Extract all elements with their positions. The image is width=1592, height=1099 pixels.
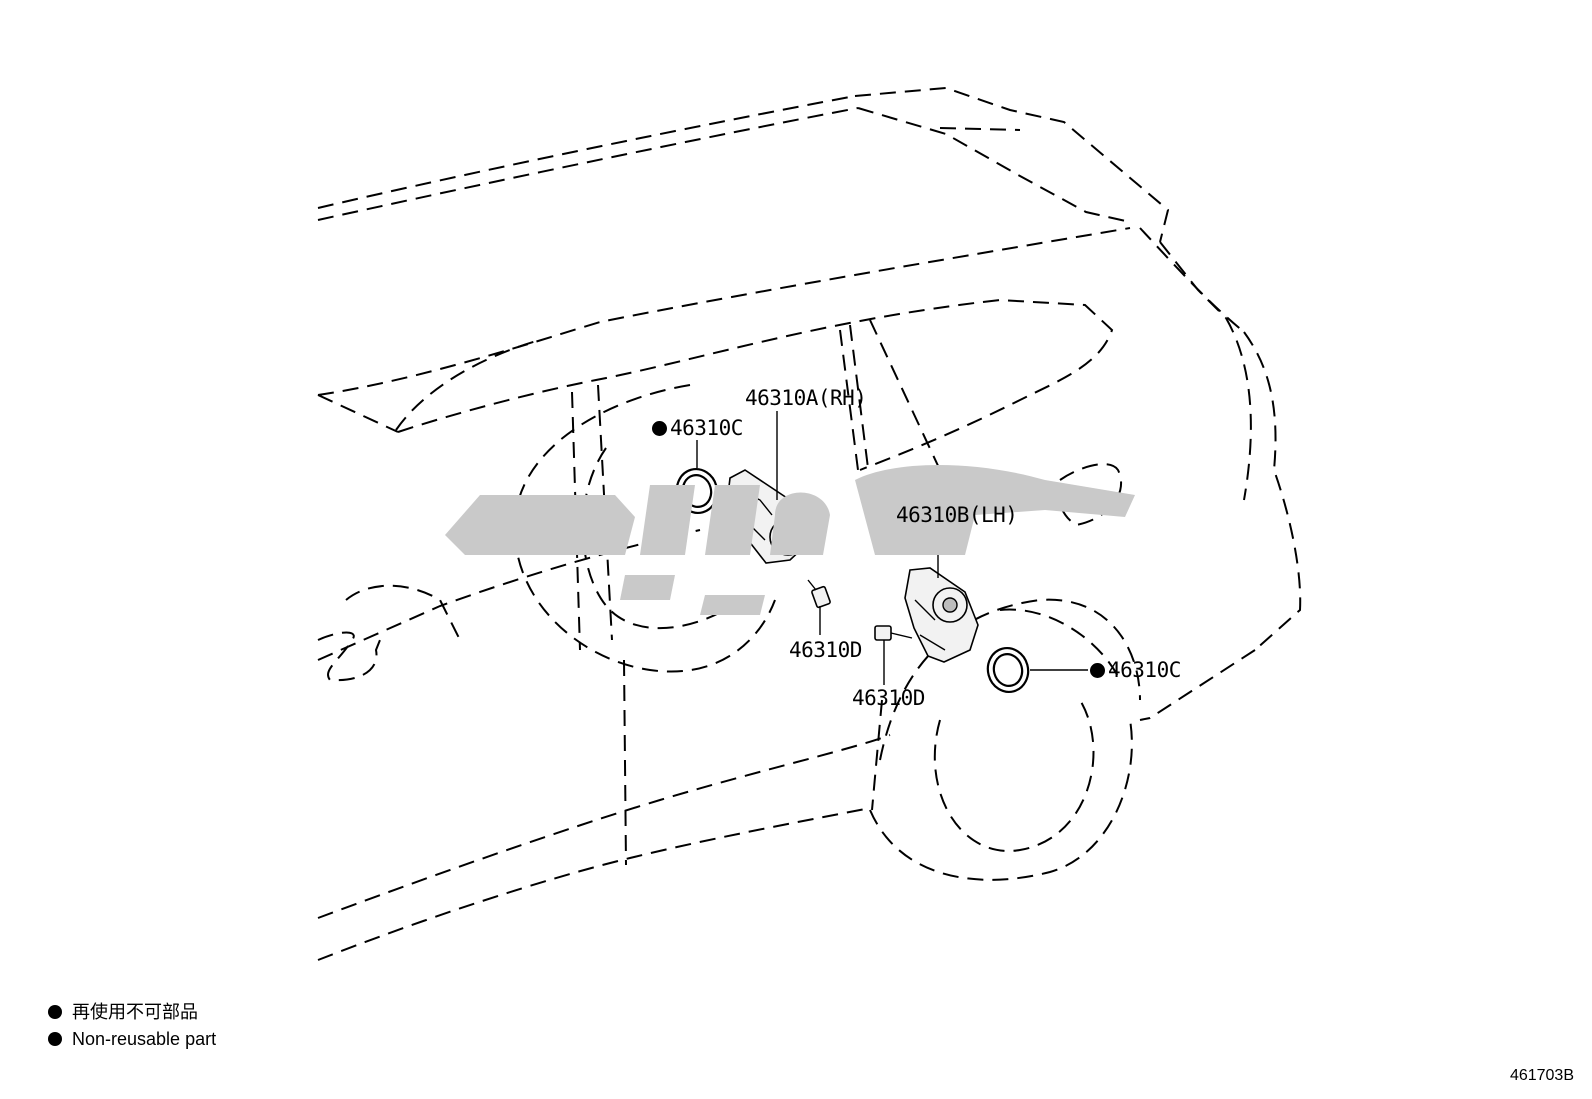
non-reusable-bullet-icon — [48, 1005, 62, 1019]
callout-46310c-upper-text: 46310C — [670, 416, 743, 440]
callout-46310c-upper: 46310C — [652, 418, 743, 439]
watermark-logo-icon — [445, 465, 1135, 615]
reference-number: 461703B — [1509, 1067, 1574, 1084]
non-reusable-bullet-icon — [48, 1032, 62, 1046]
callout-46310a: 46310A(RH) — [745, 386, 867, 410]
legend-line-japanese: 再使用不可部品 — [48, 1003, 198, 1021]
legend-text-japanese: 再使用不可部品 — [72, 1002, 198, 1022]
legend-line-english: Non-reusable part — [48, 1030, 216, 1048]
callout-46310c-lower: 46310C — [1090, 660, 1181, 681]
non-reusable-bullet-icon — [1090, 663, 1105, 678]
callout-46310d-upper: 46310D — [789, 638, 862, 662]
callout-46310b: 46310B(LH) — [896, 503, 1018, 527]
legend-text-english: Non-reusable part — [72, 1029, 217, 1049]
callout-46310d-lower: 46310D — [852, 686, 925, 710]
non-reusable-bullet-icon — [652, 421, 667, 436]
callout-46310c-lower-text: 46310C — [1108, 658, 1181, 682]
